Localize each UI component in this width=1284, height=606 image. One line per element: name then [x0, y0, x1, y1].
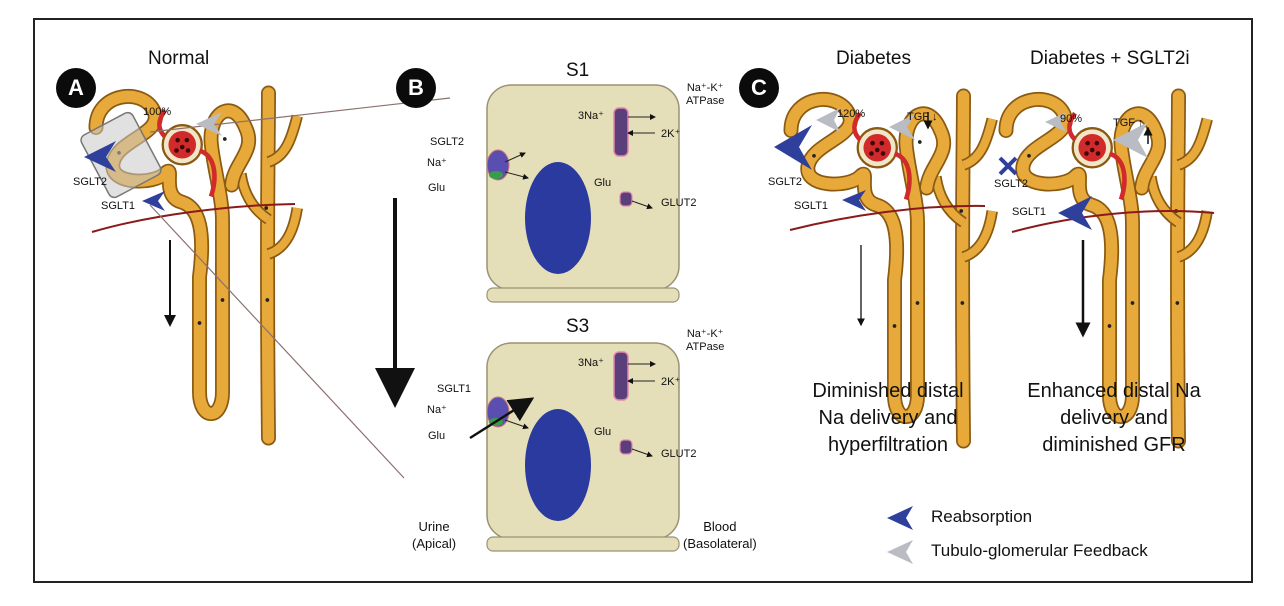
s3-glu-left-label: Glu [428, 430, 446, 442]
blocked-sglt2-icon [998, 156, 1018, 176]
s3-glu-right-label: Glu [594, 426, 612, 438]
reabsorption-arrow-c2-sglt1 [1058, 196, 1092, 230]
sglt2i-percent: 90% [1060, 113, 1083, 125]
feedback-arrow-c1 [889, 114, 915, 140]
zoom-line-bottom [149, 204, 405, 479]
sglt2i-title: Diabetes + SGLT2i [1030, 48, 1190, 69]
panel-a-percent: 100% [143, 106, 172, 118]
panel-a-sglt1-label: SGLT1 [101, 200, 136, 212]
reabsorption-arrow-c1-sglt1 [842, 190, 866, 211]
s1-3na-label: 3Na⁺ [578, 110, 604, 122]
nucleus-s1 [525, 162, 591, 274]
panel-a-badge: A [56, 68, 96, 108]
feedback-arrow-c1-loop [816, 108, 840, 132]
s3-na-label: Na⁺ [427, 404, 447, 416]
s3-3na-label: 3Na⁺ [578, 357, 604, 369]
vessel-c2 [1011, 210, 1215, 233]
blood-label: Blood (Basolateral) [683, 519, 757, 551]
feedback-arrow-c2 [1113, 122, 1148, 158]
sglt2i-sglt2-label: SGLT2 [994, 178, 1029, 190]
diabetes-percent: 120% [837, 108, 866, 120]
feedback-arrow-a [196, 112, 222, 136]
panel-c-badge: C [739, 68, 779, 108]
s3-title: S3 [566, 316, 590, 337]
s3-glut2-label: GLUT2 [661, 448, 697, 460]
reabsorption-arrow-a-sglt2 [84, 141, 116, 172]
sglt2i-sglt1-label: SGLT1 [1012, 206, 1047, 218]
diabetes-title: Diabetes [836, 48, 911, 69]
s1-pump-label: Na⁺-K⁺ ATPase [686, 82, 725, 107]
s3-pump-label: Na⁺-K⁺ ATPase [686, 328, 725, 353]
cell-s3-below [486, 536, 680, 552]
vessel-a [91, 203, 296, 233]
panel-a-title: Normal [148, 48, 210, 69]
diabetes-sglt1-label: SGLT1 [794, 200, 829, 212]
s1-transporter-label: SGLT2 [430, 136, 465, 148]
glut2-s1 [619, 191, 633, 207]
reabsorption-arrow-a-sglt1 [142, 191, 165, 211]
panel-b-badge: B [396, 68, 436, 108]
s1-glu-right-label: Glu [594, 177, 612, 189]
panel-a-sglt2-label: SGLT2 [73, 176, 108, 188]
s1-glut2-label: GLUT2 [661, 197, 697, 209]
s1-na-label: Na⁺ [427, 157, 447, 169]
legend-feedback-icon [887, 540, 913, 564]
diabetes-caption: Diminished distal Na delivery and hyperf… [812, 380, 964, 456]
feedback-arrow-c2-loop [1045, 112, 1066, 132]
vessel-c1 [789, 204, 986, 231]
s3-transporter-label: SGLT1 [437, 383, 472, 395]
cell-s1-below [486, 287, 680, 303]
s3-2k-label: 2K⁺ [661, 376, 681, 388]
sglt2i-tgf: TGF ↑ [1113, 117, 1144, 129]
zoom-line-top [149, 97, 451, 133]
zoom-box [80, 111, 162, 199]
reabsorption-arrow-c1-sglt2 [774, 125, 812, 170]
urine-label: Urine (Apical) [412, 519, 457, 551]
legend-reabsorption-icon [887, 506, 913, 530]
s1-title: S1 [566, 60, 590, 81]
glut2-s3 [619, 439, 633, 455]
diabetes-sglt2-label: SGLT2 [768, 176, 803, 188]
legend-feedback-label: Tubulo-glomerular Feedback [931, 541, 1148, 560]
pump-s3 [613, 351, 629, 401]
nucleus-s3 [525, 409, 591, 521]
diabetes-tgf: TGF ↓ [907, 111, 938, 123]
sglt2i-caption: Enhanced distal Na delivery and diminish… [1027, 380, 1201, 456]
s1-glu-left-label: Glu [428, 182, 446, 194]
s1-2k-label: 2K⁺ [661, 128, 681, 140]
legend-reabsorption-label: Reabsorption [931, 507, 1033, 526]
pump-s1 [613, 107, 629, 157]
